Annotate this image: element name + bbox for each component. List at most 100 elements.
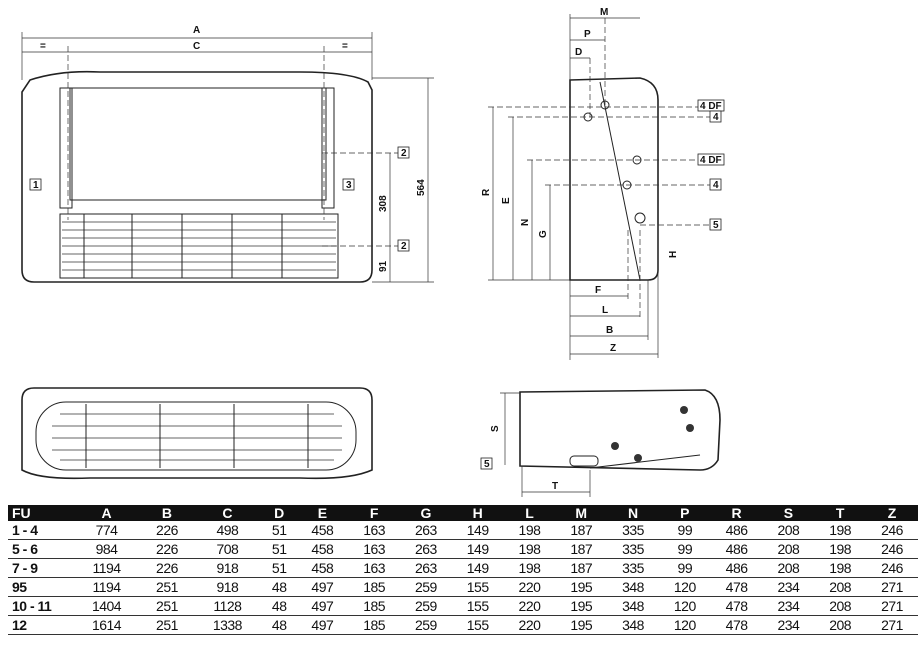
value-cell: 195 <box>555 596 608 616</box>
value-cell: 51 <box>261 539 297 559</box>
dim-g-label: G <box>538 230 549 238</box>
value-cell: 187 <box>555 539 608 559</box>
value-cell: 458 <box>296 521 349 540</box>
dim-eq-left-label: = <box>40 41 46 52</box>
tag-4df-lower: 4 DF <box>700 155 722 166</box>
column-header-r: R <box>710 505 763 521</box>
value-cell: 208 <box>814 615 867 635</box>
column-header-s: S <box>762 505 815 521</box>
value-cell: 120 <box>658 615 711 635</box>
column-header-f: F <box>348 505 401 521</box>
top-view <box>21 387 373 480</box>
value-cell: 195 <box>555 577 608 597</box>
dim-m-label: M <box>600 7 608 18</box>
value-cell: 187 <box>555 521 608 540</box>
value-cell: 208 <box>814 596 867 616</box>
value-cell: 271 <box>866 577 918 597</box>
column-header-g: G <box>400 505 452 521</box>
value-cell: 99 <box>658 521 711 540</box>
value-cell: 774 <box>72 521 142 540</box>
side-view: M P D R E N G H F L B Z 4 DF 4 4 DF 4 5 <box>481 7 725 360</box>
tag-1: 1 <box>33 180 39 191</box>
value-cell: 251 <box>141 577 193 597</box>
value-cell: 149 <box>451 539 504 559</box>
value-cell: 246 <box>866 558 918 578</box>
value-cell: 220 <box>503 615 556 635</box>
value-cell: 458 <box>296 539 349 559</box>
value-cell: 234 <box>762 596 815 616</box>
value-cell: 263 <box>400 521 452 540</box>
value-cell: 187 <box>555 558 608 578</box>
value-cell: 120 <box>658 596 711 616</box>
column-header-b: B <box>141 505 193 521</box>
value-cell: 1614 <box>72 615 142 635</box>
value-cell: 48 <box>261 596 297 616</box>
column-header-l: L <box>503 505 556 521</box>
model-cell: 10 - 11 <box>8 596 72 616</box>
value-cell: 246 <box>866 539 918 559</box>
model-cell: 1 - 4 <box>8 521 72 540</box>
value-cell: 1194 <box>72 558 142 578</box>
value-cell: 486 <box>710 558 763 578</box>
tag-5-side: 5 <box>713 220 719 231</box>
bottom-view: S T 5 <box>480 389 721 497</box>
value-cell: 120 <box>658 577 711 597</box>
value-cell: 234 <box>762 577 815 597</box>
value-cell: 198 <box>814 539 867 559</box>
dim-l-label: L <box>602 305 608 316</box>
value-cell: 498 <box>192 521 262 540</box>
value-cell: 708 <box>192 539 262 559</box>
value-cell: 149 <box>451 521 504 540</box>
column-header-h: H <box>451 505 504 521</box>
value-cell: 271 <box>866 596 918 616</box>
value-cell: 251 <box>141 615 193 635</box>
value-cell: 208 <box>762 558 815 578</box>
value-cell: 486 <box>710 539 763 559</box>
value-cell: 226 <box>141 558 193 578</box>
value-cell: 918 <box>192 577 262 597</box>
value-cell: 458 <box>296 558 349 578</box>
tag-4df-upper: 4 DF <box>700 101 722 112</box>
value-cell: 1128 <box>192 596 262 616</box>
dim-p-label: P <box>584 29 591 40</box>
value-cell: 185 <box>348 615 401 635</box>
tag-5-bottom: 5 <box>484 459 490 470</box>
column-header-e: E <box>296 505 349 521</box>
value-cell: 263 <box>400 558 452 578</box>
model-cell: 12 <box>8 615 72 635</box>
dim-r-label: R <box>481 188 492 196</box>
tag-2-lower: 2 <box>401 241 407 252</box>
value-cell: 185 <box>348 577 401 597</box>
value-cell: 48 <box>261 577 297 597</box>
value-cell: 984 <box>72 539 142 559</box>
column-header-d: D <box>261 505 297 521</box>
value-cell: 198 <box>814 521 867 540</box>
value-cell: 497 <box>296 615 349 635</box>
dim-s-label: S <box>490 425 501 432</box>
value-cell: 259 <box>400 596 452 616</box>
value-cell: 99 <box>658 558 711 578</box>
value-cell: 259 <box>400 615 452 635</box>
tag-4-lower: 4 <box>713 180 719 191</box>
dim-z-label: Z <box>610 343 616 354</box>
value-cell: 163 <box>348 558 401 578</box>
column-header-fu: FU <box>8 505 72 521</box>
column-header-t: T <box>814 505 867 521</box>
value-cell: 478 <box>710 615 763 635</box>
dim-c-label: C <box>193 41 200 52</box>
dim-b-label: B <box>606 325 613 336</box>
value-cell: 99 <box>658 539 711 559</box>
value-cell: 246 <box>866 521 918 540</box>
tag-3: 3 <box>346 180 352 191</box>
value-cell: 155 <box>451 596 504 616</box>
value-cell: 226 <box>141 539 193 559</box>
front-grille <box>62 214 336 278</box>
model-cell: 5 - 6 <box>8 539 72 559</box>
value-cell: 208 <box>762 521 815 540</box>
